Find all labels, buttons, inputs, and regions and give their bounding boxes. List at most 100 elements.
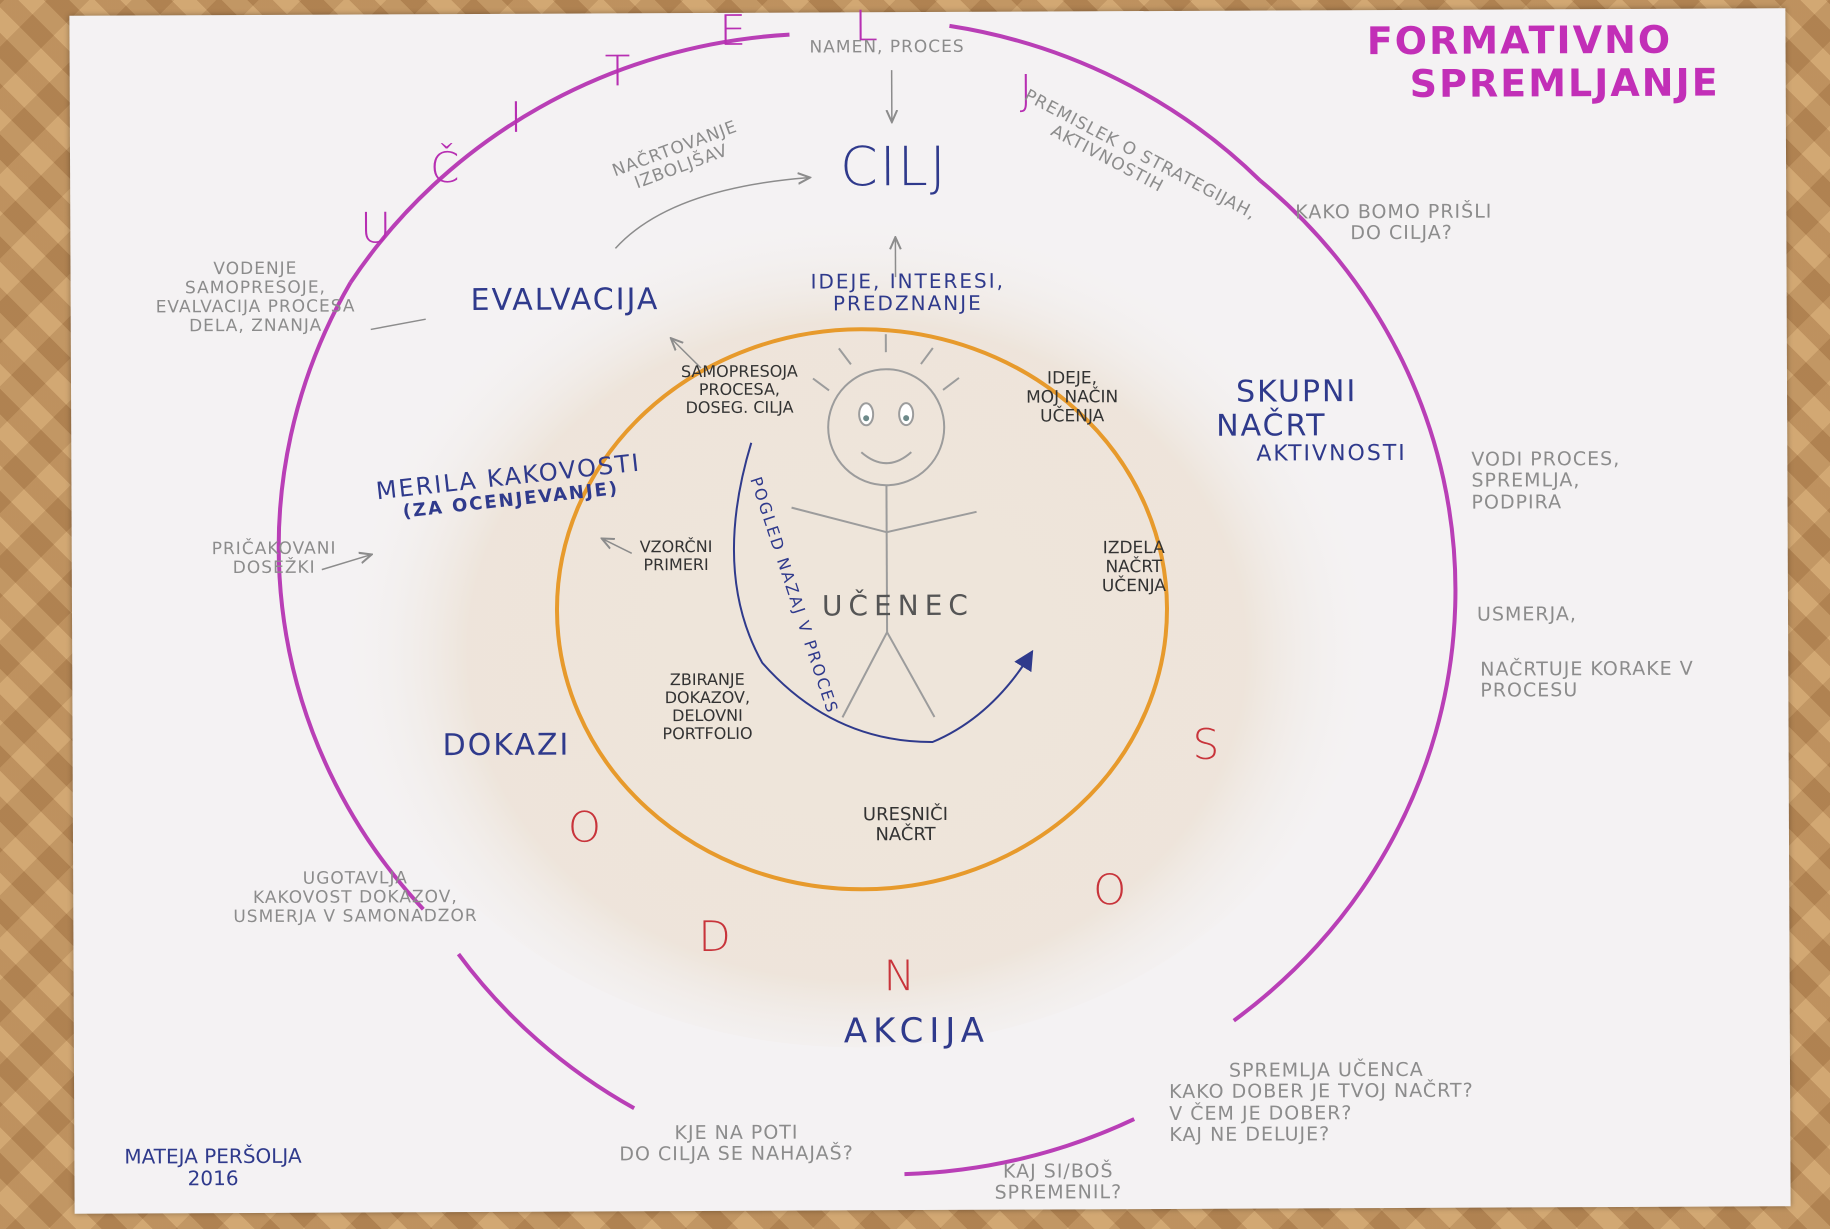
- label-samopresoja-line-3: DOSEG. CILJA: [685, 397, 794, 417]
- label-ugotavlja-line-2: KAKOVOST DOKAZOV,: [252, 887, 458, 908]
- label-namen-proces: NAMEN, PROCES: [809, 36, 965, 58]
- ring-letter-e: E: [719, 5, 747, 55]
- label-cilj: CILJ: [839, 134, 948, 199]
- label-zbiranje-line-3: DELOVNI: [672, 705, 743, 725]
- label-ugotavlja: UGOTAVLJA KAKOVOST DOKAZOV, USMERJA V SA…: [233, 868, 478, 928]
- label-spremlja-line-4: KAJ NE DELUJE?: [1169, 1123, 1331, 1146]
- ring-letter-d: D: [698, 911, 731, 962]
- ring-letter-s: S: [1192, 719, 1220, 769]
- label-vodi-line-2: SPREMLJA,: [1471, 469, 1581, 492]
- label-vodenje-line-2: SAMOPRESOJE,: [184, 277, 326, 299]
- label-spremlja-line-3: V ČEM JE DOBER?: [1169, 1101, 1353, 1125]
- label-pricakovani-line-2: DOSEŽKI: [232, 557, 316, 579]
- label-spremlja-line-1: SPREMLJA UČENCA: [1228, 1058, 1424, 1082]
- label-ideje-moj-nacin: IDEJE, MOJ NAČIN UČENJA: [1026, 368, 1119, 427]
- label-ucenec: UČENEC: [821, 588, 974, 623]
- label-spremlja-line-2: KAKO DOBER JE TVOJ NAČRT?: [1169, 1079, 1474, 1104]
- label-zbiranje-line-4: PORTFOLIO: [662, 723, 753, 743]
- outer-ring: [348, 32, 790, 284]
- label-zbiranje-line-1: ZBIRANJE: [669, 669, 745, 690]
- label-izdela-line-2: NAČRT: [1105, 557, 1163, 578]
- label-ideje-interesi-line-1: IDEJE, INTERESI,: [810, 268, 1006, 294]
- label-kaj-si-line-2: SPREMENIL?: [994, 1181, 1123, 1204]
- label-usmerja: USMERJA,: [1476, 603, 1577, 626]
- label-izdela-line-1: IZDELA: [1102, 537, 1165, 559]
- label-pricakovani-dosezki: PRIČAKOVANI DOSEŽKI: [211, 538, 337, 579]
- label-kako-line-1: KAKO BOMO PRIŠLI: [1295, 200, 1493, 224]
- paper-stain: [336, 167, 1377, 1048]
- label-samopresoja-line-1: SAMOPRESOJA: [680, 361, 798, 382]
- label-ideje-moj-line-2: MOJ NAČIN: [1026, 387, 1119, 408]
- label-zbiranje-dokazov: ZBIRANJE DOKAZOV, DELOVNI PORTFOLIO: [662, 669, 753, 743]
- ring-letter-c: Č: [429, 143, 460, 193]
- label-izdela-line-3: UČENJA: [1101, 576, 1167, 597]
- label-vzorcni-line-1: VZORČNI: [639, 536, 713, 557]
- label-uresnici-nacrt: URESNIČI NAČRT: [862, 803, 949, 846]
- student-eyes: [858, 402, 915, 427]
- label-nacrtuje-line-2: PROCESU: [1480, 679, 1579, 702]
- author-name: MATEJA PERŠOLJA: [124, 1143, 302, 1169]
- ring-letter-o1: O: [567, 802, 602, 852]
- label-kje-line-2: DO CILJA SE NAHAJAŠ?: [619, 1142, 854, 1166]
- label-samopresoja-line-2: PROCESA,: [698, 379, 781, 399]
- label-skupni-nacrt: SKUPNI NAČRT AKTIVNOSTI: [1216, 374, 1407, 468]
- label-ideje-moj-line-1: IDEJE,: [1046, 368, 1098, 389]
- label-vodenje-line-4: DELA, ZNANJA: [189, 315, 323, 337]
- label-vodenje-line-3: EVALVACIJA PROCESA: [155, 296, 356, 318]
- poster-title: FORMATIVNO SPREMLJANJE: [1319, 17, 1720, 106]
- label-kako-line-2: DO CILJA?: [1350, 221, 1453, 245]
- label-evalvacija: EVALVACIJA: [470, 282, 660, 319]
- label-vodi-proces: VODI PROCES, SPREMLJA, PODPIRA: [1471, 447, 1621, 514]
- label-spremlja-ucenca: SPREMLJA UČENCA KAKO DOBER JE TVOJ NAČRT…: [1169, 1058, 1474, 1146]
- label-nacrtuje-line-1: NAČRTUJE KORAKE V: [1480, 657, 1694, 681]
- outer-ring-upper-right: [949, 23, 1262, 182]
- poster-paper: FORMATIVNO SPREMLJANJE U Č I T E L J O D…: [69, 1, 1791, 1214]
- outer-ring-bottom-right: [904, 1117, 1136, 1177]
- outer-ring-right: [1232, 179, 1458, 1023]
- label-samopresoja: SAMOPRESOJA PROCESA, DOSEG. CILJA: [680, 361, 798, 417]
- student-stick-figure: [791, 334, 977, 718]
- label-vodenje-line-1: VODENJE: [213, 258, 298, 280]
- label-uresnici-line-2: NAČRT: [875, 824, 936, 846]
- label-izdela-nacrt: IZDELA NAČRT UČENJA: [1101, 537, 1167, 597]
- label-skupni-line-2: NAČRT: [1216, 407, 1327, 444]
- label-ideje-interesi-line-2: PREDZNANJE: [832, 291, 983, 316]
- ring-letter-u: U: [360, 203, 392, 253]
- pencil-arrows: [321, 70, 897, 571]
- author-signature: MATEJA PERŠOLJA 2016: [124, 1143, 302, 1191]
- label-ideje-interesi: IDEJE, INTERESI, PREDZNANJE: [810, 268, 1006, 316]
- outer-ring-bottom-left: [456, 952, 636, 1111]
- label-vodenje: VODENJE SAMOPRESOJE, EVALVACIJA PROCESA …: [155, 258, 356, 337]
- label-nacrtuje: NAČRTUJE KORAKE V PROCESU: [1480, 657, 1694, 702]
- label-skupni-line-1: SKUPNI: [1235, 374, 1358, 410]
- ring-letter-n: N: [883, 951, 916, 1001]
- look-back-arrow: [732, 442, 1034, 743]
- label-dokazi: DOKAZI: [442, 727, 571, 764]
- title-line-2: SPREMLJANJE: [1409, 60, 1720, 106]
- title-line-1: FORMATIVNO: [1366, 17, 1673, 64]
- label-kaj-si-bos: KAJ SI/BOŠ SPREMENIL?: [994, 1160, 1123, 1204]
- label-akcija: AKCIJA: [843, 1010, 991, 1052]
- label-kako-bomo: KAKO BOMO PRIŠLI DO CILJA?: [1295, 200, 1493, 245]
- outer-ring-left: [276, 281, 425, 911]
- label-kaj-si-line-1: KAJ SI/BOŠ: [1002, 1160, 1114, 1183]
- label-kje-na-poti: KJE NA POTI DO CILJA SE NAHAJAŠ?: [619, 1122, 854, 1166]
- label-skupni-line-3: AKTIVNOSTI: [1256, 441, 1407, 467]
- inner-ring: [554, 327, 1169, 892]
- label-vodi-line-3: PODPIRA: [1471, 490, 1563, 514]
- label-vodi-line-1: VODI PROCES,: [1471, 447, 1621, 471]
- label-ugotavlja-line-1: UGOTAVLJA: [302, 868, 408, 889]
- ring-letter-t: T: [604, 46, 631, 96]
- diagram-drawing: [276, 23, 1458, 1177]
- label-kje-line-1: KJE NA POTI: [674, 1121, 799, 1145]
- label-ideje-moj-line-3: UČENJA: [1040, 406, 1105, 427]
- label-uresnici-line-1: URESNIČI: [862, 803, 949, 826]
- ring-letter-i: I: [509, 92, 523, 142]
- label-vzorcni-line-2: PRIMERI: [643, 554, 709, 575]
- label-pricakovani-line-1: PRIČAKOVANI: [211, 538, 337, 560]
- label-ugotavlja-line-3: USMERJA V SAMONADZOR: [233, 906, 478, 928]
- label-zbiranje-line-2: DOKAZOV,: [664, 687, 751, 708]
- label-vzorcni-primeri: VZORČNI PRIMERI: [639, 536, 713, 575]
- ring-letter-o2: O: [1093, 865, 1127, 915]
- author-year: 2016: [187, 1166, 239, 1191]
